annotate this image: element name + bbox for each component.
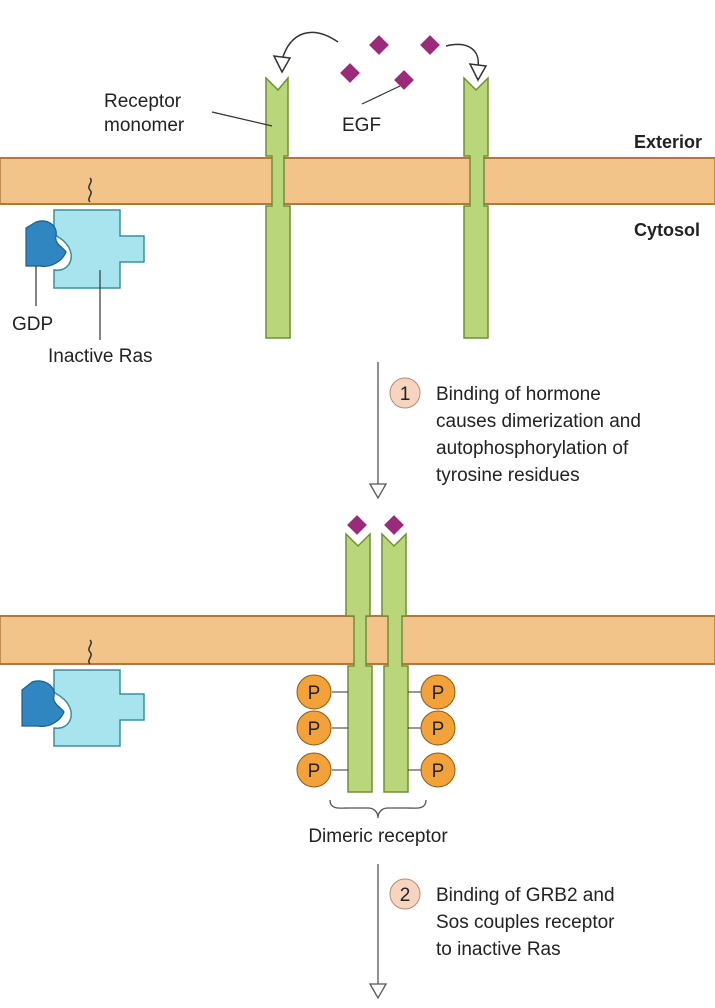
cytosol-label: Cytosol [634, 220, 700, 240]
egf-diamond [420, 35, 440, 55]
step-1-line: tyrosine residues [436, 465, 580, 486]
phosphate-circle [420, 710, 456, 746]
phosphate-label: P [308, 719, 321, 740]
phosphate-circle [420, 674, 456, 710]
egf-diamond [369, 35, 389, 55]
egf-bound [347, 515, 404, 535]
inactive-ras-top [25, 177, 145, 289]
egf-diamond [340, 63, 360, 83]
step-1-line: Binding of hormone [436, 384, 601, 405]
receptor-monomer-left [265, 75, 291, 339]
receptor-monomer-right [463, 76, 489, 339]
egf-label: EGF [342, 115, 381, 136]
step-2-line: Sos couples receptor [436, 912, 615, 933]
phosphate-circle [296, 674, 332, 710]
step-2-badge [389, 878, 421, 910]
phosphate-circle [296, 710, 332, 746]
step-2-arrow [368, 864, 388, 1000]
dimeric-receptor-label: Dimeric receptor [308, 826, 448, 847]
receptor-leader-line [211, 111, 273, 127]
step-1-badge [389, 377, 421, 409]
inactive-ras-label: Inactive Ras [48, 346, 153, 367]
phosphate-label: P [432, 683, 445, 704]
step-1-line: autophosphorylation of [436, 438, 629, 459]
step-1-arrow [368, 362, 388, 500]
egf-leader-line [361, 85, 401, 105]
step-1-number: 1 [400, 384, 411, 405]
phosphate-label: P [308, 761, 321, 782]
phosphates-right: P P P [408, 674, 456, 788]
receptor-monomer-label-1: Receptor [104, 91, 182, 112]
phosphate-label: P [432, 719, 445, 740]
dimer-brace [329, 799, 427, 819]
dimer-right-chain [381, 532, 409, 793]
dimer-left-chain [345, 532, 373, 793]
dimeric-receptor [345, 532, 409, 793]
egf-binding-arrows [272, 31, 488, 82]
phosphate-label: P [308, 683, 321, 704]
membrane-top [0, 157, 715, 205]
step-2: 2 Binding of GRB2 and Sos couples recept… [389, 878, 615, 960]
gdp-shape [25, 220, 67, 267]
step-2-line: to inactive Ras [436, 939, 561, 960]
egf-diamond [394, 70, 414, 90]
step-1: 1 Binding of hormone causes dimerization… [389, 377, 641, 486]
egf-diamond [347, 515, 367, 535]
step-2-number: 2 [400, 885, 411, 906]
phosphate-circle [420, 752, 456, 788]
phosphate-label: P [432, 761, 445, 782]
gdp-shape [21, 680, 65, 727]
inactive-ras-bottom [21, 639, 145, 747]
phosphates-left: P P P [296, 674, 348, 788]
egf-molecules [340, 35, 440, 90]
exterior-label: Exterior [634, 132, 702, 152]
step-1-line: causes dimerization and [436, 411, 641, 432]
gdp-label: GDP [12, 314, 53, 335]
egf-diamond [384, 515, 404, 535]
step-2-line: Binding of GRB2 and [436, 885, 615, 906]
receptor-monomer-label-2: monomer [104, 115, 185, 136]
phosphate-circle [296, 752, 332, 788]
